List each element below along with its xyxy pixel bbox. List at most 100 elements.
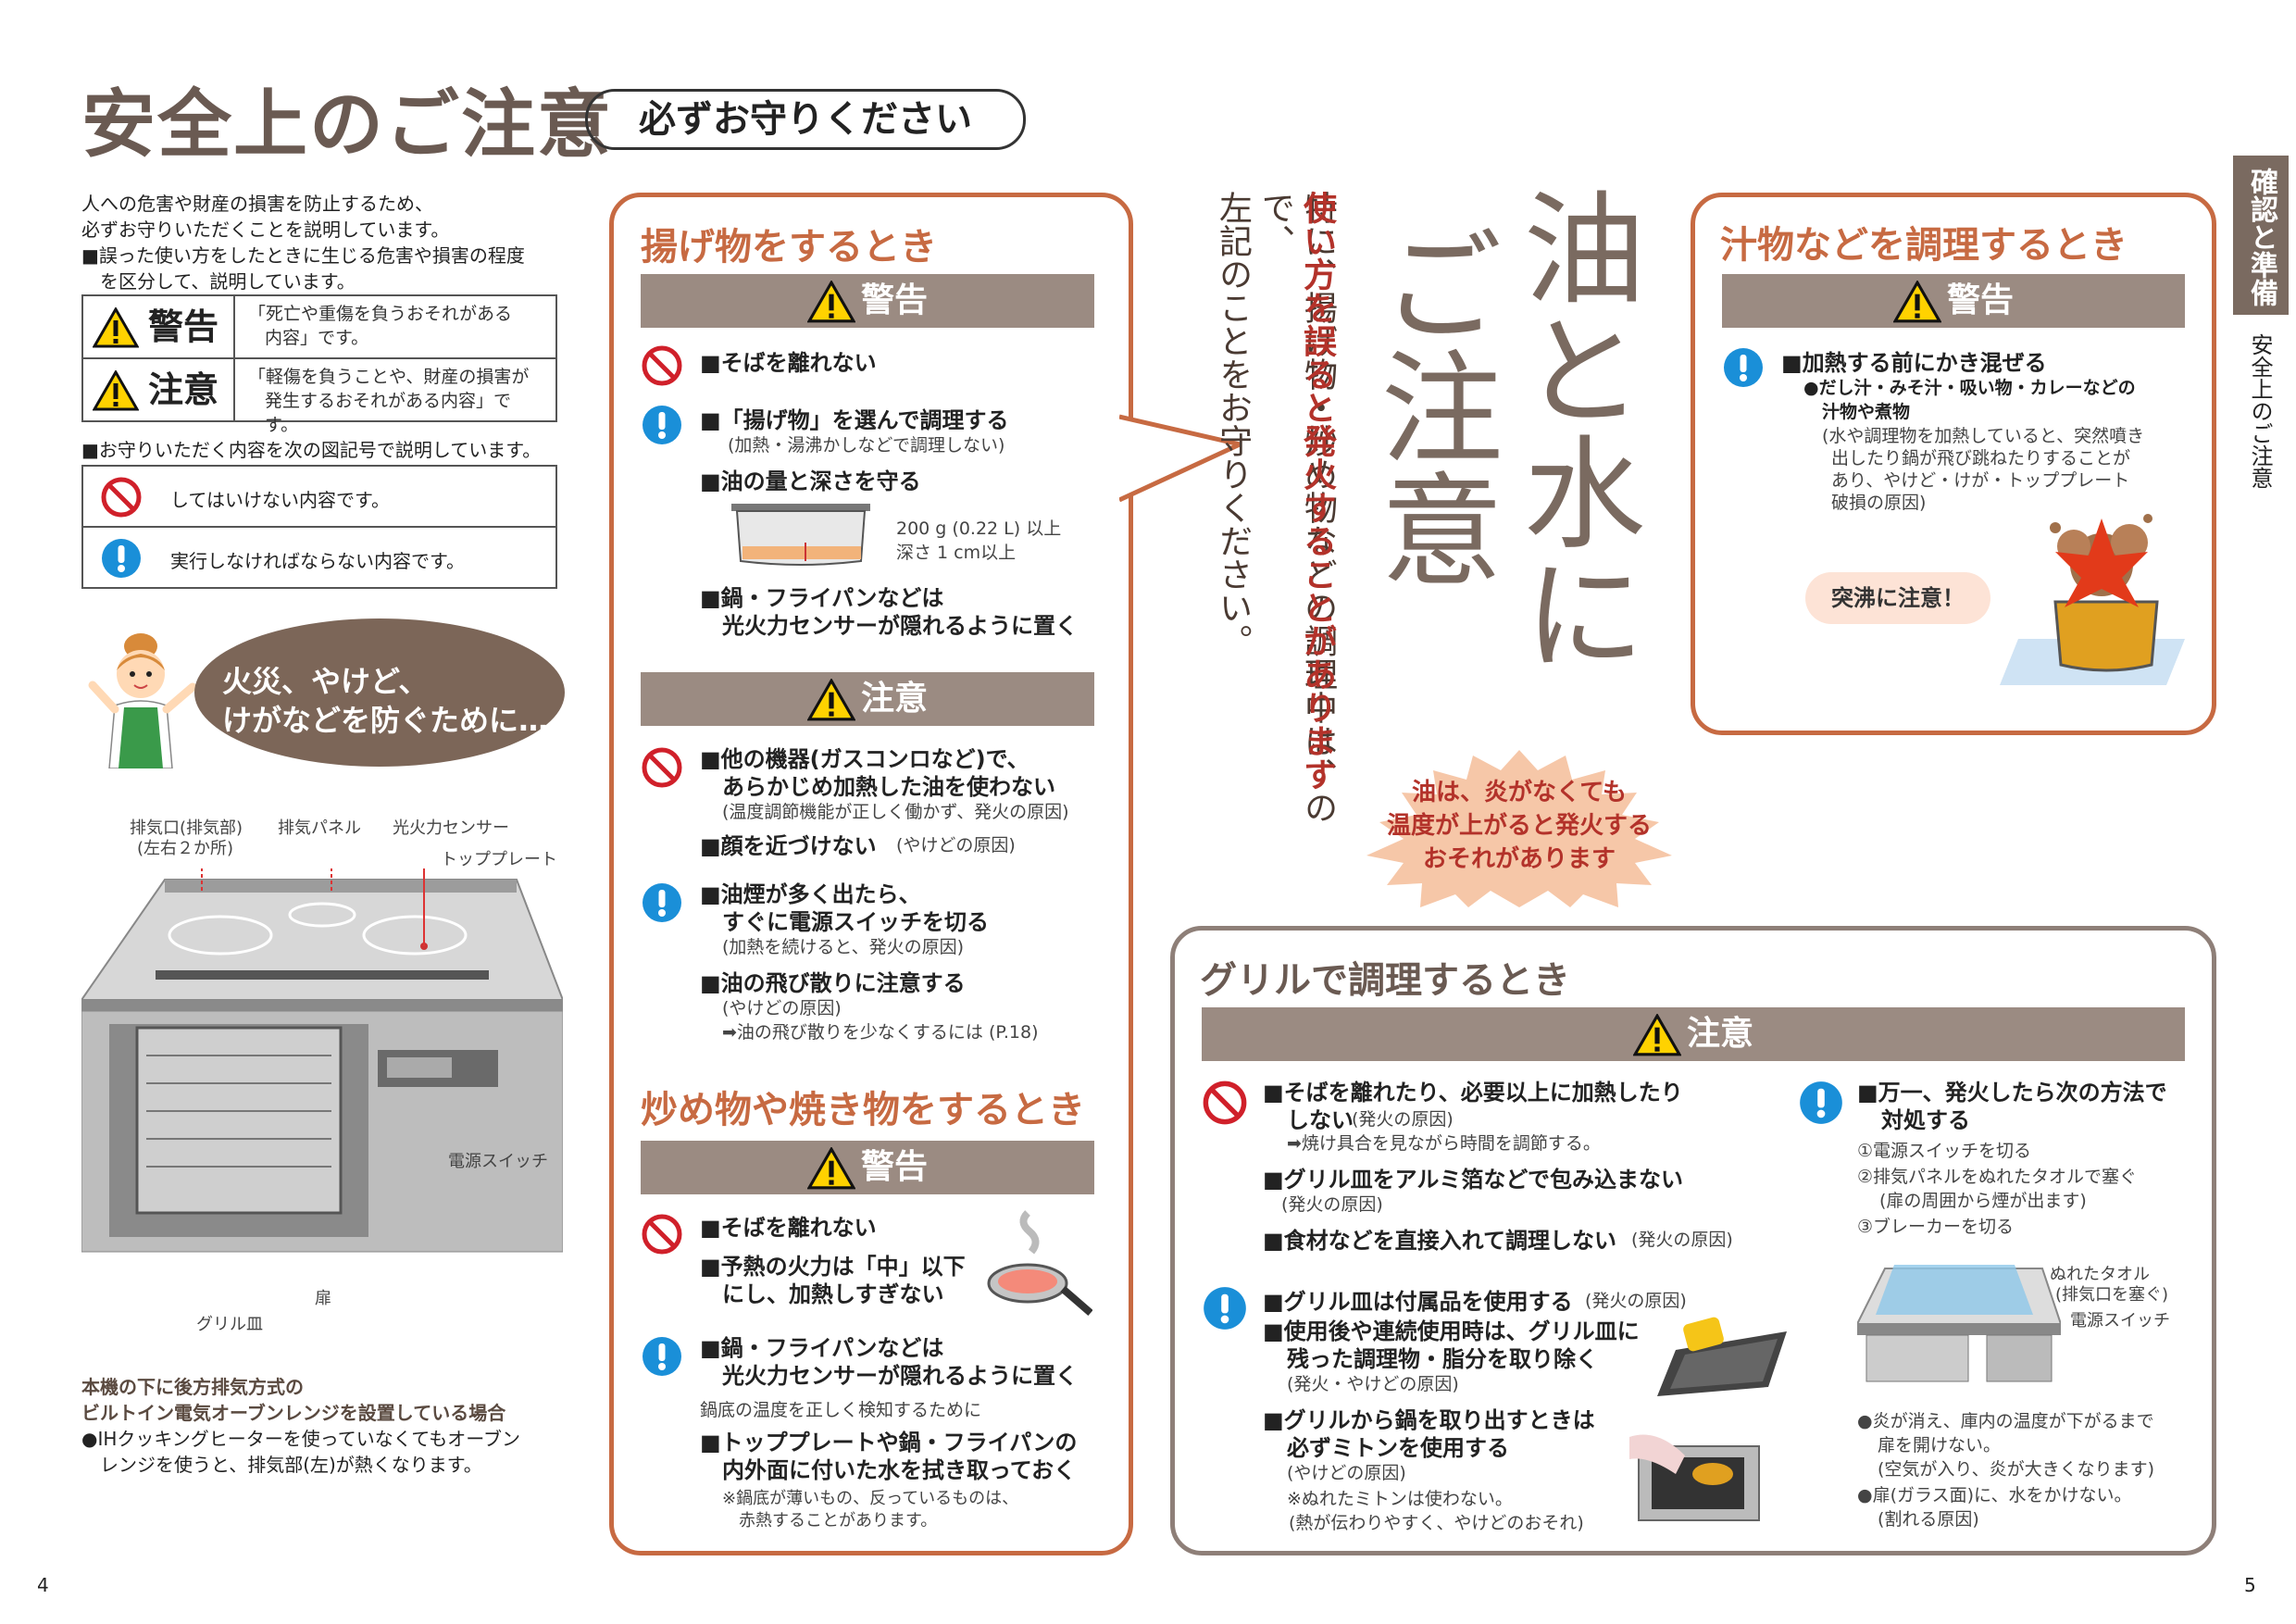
band-label: 注意	[860, 680, 928, 718]
grill-item: ■そばを離れたり、必要以上に加熱したり	[1263, 1080, 1683, 1106]
stir-item: 光火力センサーが隠れるように置く	[722, 1363, 1078, 1389]
mark-desc: 実行しなければならない内容です。	[170, 550, 465, 572]
label-sensor: 光火力センサー	[393, 818, 509, 838]
grill-step: ③ブレーカーを切る	[1857, 1217, 2015, 1237]
built-in-oven-note: 本機の下に後方排気方式の ビルトイン電気オーブンレンジを設置している場合 ●IH…	[81, 1374, 600, 1478]
signal-desc: 「軽傷を負うことや、財産の損害が 発生するおそれがある内容」です。	[248, 365, 544, 437]
grill-item: 残った調理物・脂分を取り除く	[1287, 1346, 1598, 1372]
frying-pan-illustration	[987, 1210, 1092, 1317]
fry-item: ■鍋・フライパンなどは	[700, 585, 944, 611]
grill-pan-cleaning-illustration	[1657, 1317, 1787, 1396]
label-power-switch: 電源スイッチ	[448, 1152, 548, 1171]
fry-warning-band: 警告	[641, 274, 1094, 328]
bumping-callout: 突沸に注意！	[1805, 572, 1990, 624]
grill-item: ■使用後や連続使用時は、グリル皿に	[1263, 1318, 1640, 1344]
side-tab[interactable]: 確認と準備	[2233, 156, 2289, 315]
grill-bullet: (割れる原因)	[1878, 1509, 1979, 1530]
marks-intro: ■お守りいただく内容を次の図記号で説明しています。	[81, 439, 542, 461]
center-vertical-red: 使い方を誤ると発火することがあります	[1298, 191, 1337, 791]
signal-word-table: 警告 「死亡や重傷を負うおそれがある 内容」です。 注意 「軽傷を負うことや、財…	[81, 294, 557, 435]
grill-item-sub: (やけどの原因)	[1287, 1463, 1406, 1483]
warning-triangle-icon	[806, 1147, 855, 1190]
signal-word-cell: 注意	[83, 359, 235, 420]
grill-item-sub: (発火の原因)	[1585, 1291, 1687, 1311]
grill-bullet: 扉を開けない。	[1878, 1435, 2002, 1455]
prohibit-icon	[642, 345, 682, 386]
warning-triangle-icon	[806, 281, 855, 323]
prohibit-icon	[642, 747, 682, 788]
intro-line: 必ずお守りいただくことを説明しています。	[81, 219, 450, 241]
center-vertical-end: ので、	[1256, 191, 1337, 824]
soup-warning-band: 警告	[1722, 274, 2185, 328]
stir-title: 炒め物や焼き物をするとき	[641, 1089, 1085, 1131]
note-body: レンジを使うと、排気部(左)が熱くなります。	[100, 1454, 482, 1476]
signal-row-caution: 注意 「軽傷を負うことや、財産の損害が 発生するおそれがある内容」です。	[83, 359, 555, 435]
grill-item-sub: ➡焼け具合を見ながら時間を調節する。	[1287, 1133, 1601, 1154]
fry-item-sub: (加熱・湯沸かしなどで調理しない)	[728, 435, 1005, 456]
intro-line: 人への危害や財産の損害を防止するため、	[81, 193, 433, 215]
side-section-label: 安全上のご注意	[2247, 333, 2273, 489]
fry-caution-band: 注意	[641, 672, 1094, 726]
mandatory-icon	[1724, 348, 1763, 387]
label-exhaust: 排気口(排気部)	[130, 818, 243, 838]
soup-item-sub: (水や調理物を加熱していると、突然噴き	[1822, 426, 2145, 446]
band-label: 注意	[1686, 1015, 1753, 1053]
signal-word-cell: 警告	[83, 296, 235, 357]
label-exhaust-sub: (左右２か所)	[137, 839, 234, 858]
grill-item-sub: (発火の原因)	[1281, 1194, 1383, 1215]
soup-item-sub: あり、やけど・けが・トッププレート	[1831, 470, 2130, 491]
grill-item-sub: (発火・やけどの原因)	[1287, 1374, 1459, 1394]
band-label: 警告	[860, 281, 928, 319]
soup-item: ■加熱する前にかき混ぜる	[1781, 350, 2047, 376]
fry-reference-link[interactable]: ➡油の飛び散りを少なくするには (P.18)	[722, 1022, 1039, 1043]
fry-item: ■油煙が多く出たら、	[700, 881, 921, 907]
signal-word: 警告	[148, 306, 219, 347]
towel-cover-illustration	[1857, 1265, 2061, 1382]
warning-triangle-icon	[93, 307, 139, 348]
intro-line: を区分して、説明しています。	[100, 270, 356, 293]
signal-desc: 「死亡や重傷を負うおそれがある 内容」です。	[248, 302, 544, 350]
boiling-pot-illustration	[2000, 514, 2185, 685]
grill-bullet: ●炎が消え、庫内の温度が下がるまで	[1857, 1411, 2154, 1431]
signal-desc-line: 「死亡や重傷を負うおそれがある	[248, 304, 513, 324]
fry-item-sub: (やけどの原因)	[722, 998, 842, 1018]
grill-item: ■食材などを直接入れて調理しない	[1263, 1228, 1616, 1254]
fry-item: ■油の飛び散りに注意する	[700, 970, 966, 996]
label-power: 電源スイッチ	[2070, 1311, 2170, 1330]
signal-row-warning: 警告 「死亡や重傷を負うおそれがある 内容」です。	[83, 296, 555, 359]
label-grill-pan: グリル皿	[196, 1315, 263, 1334]
fry-item: 光火力センサーが隠れるように置く	[722, 613, 1078, 639]
grill-item: ■グリル皿は付属品を使用する	[1263, 1289, 1573, 1315]
page-number-left: 4	[37, 1574, 49, 1596]
label-top-plate: トッププレート	[441, 850, 557, 869]
page-title: 安全上のご注意	[81, 81, 613, 168]
signal-desc-line: 「軽傷を負うことや、財産の損害が	[248, 367, 530, 387]
warning-triangle-icon	[93, 370, 139, 411]
oil-depth: 深さ 1 cm以上	[896, 543, 1017, 563]
fry-item: ■他の機器(ガスコンロなど)で、	[700, 746, 1029, 772]
signal-desc-line: 発生するおそれがある内容」です。	[265, 391, 512, 435]
grill-item: ■万一、発火したら次の方法で	[1857, 1080, 2167, 1106]
fry-item: すぐに電源スイッチを切る	[722, 909, 989, 935]
center-vertical-line-1: 特に、揚げ物・炒め物などの調理中は、	[1299, 191, 1337, 791]
center-headline-1: 油と水に	[1503, 185, 1645, 674]
grill-item: 必ずミトンを使用する	[1287, 1435, 1509, 1461]
grill-step: (扉の周囲から煙が出ます)	[1879, 1191, 2087, 1211]
stir-item: 内外面に付いた水を拭き取っておく	[722, 1457, 1077, 1483]
center-vertical-line-2: 使い方を誤ると発火することがありますので、	[1254, 191, 1339, 857]
signal-desc-line: 内容」です。	[265, 328, 369, 348]
fry-item-sub: (加熱を続けると、発火の原因)	[722, 937, 965, 957]
label-door: 扉	[315, 1289, 331, 1308]
soup-item-sub: ●だし汁・みそ汁・吸い物・カレーなどの	[1803, 378, 2136, 398]
mandatory-icon	[643, 406, 681, 444]
page-subtitle: 必ずお守りください	[585, 89, 1026, 150]
prohibit-icon	[101, 477, 142, 518]
band-label: 警告	[860, 1148, 928, 1186]
stir-item-sub: 鍋底の温度を正しく検知するために	[700, 1400, 982, 1420]
warning-triangle-icon	[1632, 1014, 1681, 1056]
warning-triangle-icon	[806, 679, 855, 721]
signal-word: 注意	[148, 369, 219, 410]
starburst-line: 油は、炎がなくても	[1412, 779, 1627, 806]
pot-oil-illustration	[731, 504, 870, 566]
stir-item: ■予熱の火力は「中」以下	[700, 1254, 966, 1280]
